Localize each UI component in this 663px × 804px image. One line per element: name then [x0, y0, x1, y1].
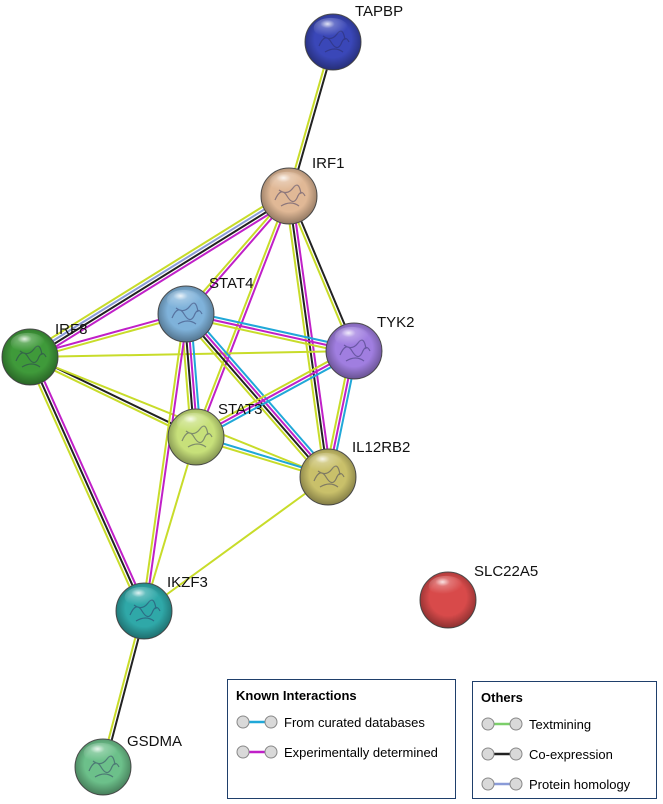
node-stat4[interactable]: STAT4: [157, 275, 253, 343]
node-gloss: [10, 332, 46, 354]
legend-label: Co-expression: [529, 746, 613, 762]
edge-line-experimental: [195, 350, 355, 438]
edge-line-experimental: [144, 314, 189, 612]
edge-irf8-tyk2: [29, 350, 355, 358]
edge-line-textmining: [28, 357, 196, 440]
edge-line-database: [188, 310, 333, 475]
node-gloss: [176, 412, 212, 434]
legend-label: Textmining: [529, 716, 592, 732]
edge-line-textmining: [193, 195, 289, 437]
edge-irf8-ikzf3: [26, 355, 148, 613]
edge-line-textmining: [193, 347, 353, 436]
edge-swatch-icon: [236, 715, 278, 729]
edge-line-coexpression: [288, 195, 329, 478]
node-gloss: [313, 17, 349, 39]
edge-line-database: [186, 309, 355, 349]
node-gloss: [334, 326, 370, 348]
node-label: STAT3: [218, 401, 262, 418]
node-ikzf3[interactable]: IKZF3: [115, 574, 208, 640]
edge-line-textmining: [143, 476, 329, 612]
node-irf1[interactable]: IRF1: [260, 155, 345, 225]
legend-label: Protein homology: [529, 776, 631, 792]
node-irf8[interactable]: IRF8: [1, 321, 88, 386]
edge-line-textmining: [143, 436, 197, 612]
legend-item-coexpression: Co-expression: [481, 739, 648, 769]
node-tapbp[interactable]: TAPBP: [304, 3, 403, 71]
node-label: SLC22A5: [474, 563, 538, 580]
edge-tyk2-stat3: [193, 347, 357, 441]
edge-stat4-il12rb2: [181, 310, 333, 481]
node-stat3[interactable]: STAT3: [167, 401, 262, 466]
edge-line-textmining: [26, 357, 142, 613]
legend-item-homology: Protein homology: [481, 769, 648, 799]
edge-stat4-ikzf3: [141, 313, 189, 612]
node-slc22a5[interactable]: SLC22A5: [419, 563, 538, 629]
edge-line-homology: [28, 193, 289, 357]
edge-line-experimental: [32, 355, 148, 611]
edge-line-textmining: [181, 316, 326, 481]
known-interactions-legend: Known Interactions From curated database…: [227, 679, 456, 799]
legend-item-database: From curated databases: [236, 707, 447, 737]
edge-swatch-icon: [481, 747, 523, 761]
edge-swatch-icon: [481, 777, 523, 791]
edge-line-experimental: [186, 312, 330, 477]
edge-line-coexpression: [30, 196, 291, 360]
legend-title: Others: [481, 690, 523, 705]
edge-stat3-ikzf3: [143, 436, 197, 612]
node-label: IL12RB2: [352, 439, 410, 456]
node-gloss: [124, 586, 160, 608]
edge-line-textmining: [185, 316, 354, 356]
edge-swatch-icon: [481, 717, 523, 731]
edge-line-coexpression: [29, 356, 145, 612]
node-label: IRF1: [312, 155, 345, 172]
legend-item-experimental: Experimentally determined: [236, 737, 447, 767]
node-gloss: [83, 742, 119, 764]
node-label: IRF8: [55, 321, 88, 338]
legend-item-textmining: Textmining: [481, 709, 648, 739]
node-tyk2[interactable]: TYK2: [325, 314, 415, 380]
node-label: TAPBP: [355, 3, 403, 20]
edge-line-textmining: [29, 350, 355, 358]
edge-line-textmining: [26, 191, 287, 354]
edge-stat4-tyk2: [185, 309, 355, 356]
node-gloss: [308, 452, 344, 474]
edge-il12rb2-ikzf3: [143, 476, 329, 612]
node-il12rb2[interactable]: IL12RB2: [299, 439, 410, 506]
node-label: GSDMA: [127, 733, 182, 750]
edge-line-experimental: [196, 196, 292, 438]
node-label: IKZF3: [167, 574, 208, 591]
edge-line-experimental: [291, 195, 333, 477]
legend-label: Experimentally determined: [284, 744, 438, 760]
edge-irf1-stat3: [193, 195, 292, 438]
node-gloss: [269, 171, 305, 193]
edge-irf1-irf8: [26, 191, 293, 362]
edges-layer: [26, 41, 359, 768]
others-legend: Others Textmining Co-expression Protein …: [472, 681, 657, 799]
node-label: TYK2: [377, 314, 415, 331]
node-label: STAT4: [209, 275, 253, 292]
node-gloss: [166, 289, 202, 311]
edge-line-experimental: [185, 313, 355, 352]
edge-line-coexpression: [184, 314, 328, 479]
edge-swatch-icon: [236, 745, 278, 759]
legend-title: Known Interactions: [236, 688, 357, 703]
node-gloss: [428, 575, 464, 597]
legend-label: From curated databases: [284, 714, 425, 730]
edge-line-textmining: [141, 313, 186, 611]
node-gsdma[interactable]: GSDMA: [74, 733, 182, 796]
edge-line-experimental: [32, 199, 293, 362]
edge-line-database: [197, 352, 357, 441]
